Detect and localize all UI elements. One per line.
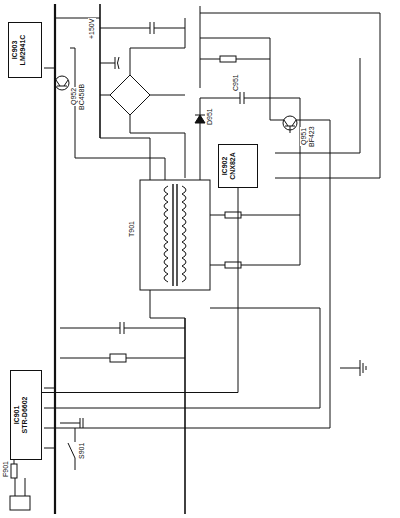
part-number: LM2941C bbox=[19, 26, 27, 74]
winding-loop bbox=[182, 250, 186, 258]
winding-loop bbox=[164, 210, 168, 218]
winding-loop bbox=[164, 194, 168, 202]
winding-loop bbox=[164, 274, 168, 282]
bridge-rectifier bbox=[110, 75, 150, 115]
winding-loop bbox=[182, 186, 186, 194]
winding-loop bbox=[164, 242, 168, 250]
winding-loop bbox=[164, 218, 168, 226]
part-number: CNX82A bbox=[229, 148, 237, 184]
ic-box: IC901STR-D6602 bbox=[10, 370, 42, 460]
part-ref: IC903 bbox=[11, 26, 19, 74]
winding-loop bbox=[182, 258, 186, 266]
transformer-core bbox=[140, 180, 210, 290]
winding-loop bbox=[182, 202, 186, 210]
winding-loop bbox=[164, 186, 168, 194]
regulator-box: IC903LM2941C bbox=[8, 22, 42, 78]
component-label: BF423 bbox=[308, 125, 316, 148]
winding-loop bbox=[182, 226, 186, 234]
winding-loop bbox=[182, 274, 186, 282]
part-ref: IC901 bbox=[13, 374, 21, 456]
component-label: F901 bbox=[2, 460, 10, 478]
component-label: Q952 bbox=[70, 87, 78, 106]
component-label: S901 bbox=[78, 442, 86, 460]
winding-loop bbox=[182, 194, 186, 202]
winding-loop bbox=[182, 266, 186, 274]
b-plus-rail bbox=[99, 4, 101, 138]
winding-loop bbox=[182, 234, 186, 242]
component-label: D951 bbox=[206, 107, 214, 126]
winding-loop bbox=[182, 210, 186, 218]
winding-loop bbox=[164, 202, 168, 210]
resistor-symbol bbox=[225, 212, 241, 218]
winding-loop bbox=[164, 234, 168, 242]
component-label: Q951 bbox=[300, 127, 308, 146]
fuse-symbol bbox=[11, 464, 17, 478]
winding-loop bbox=[164, 258, 168, 266]
transformer-winding bbox=[164, 186, 186, 282]
winding-loop bbox=[182, 242, 186, 250]
winding-loop bbox=[164, 250, 168, 258]
resistor-symbol bbox=[225, 262, 241, 268]
component-label: BC458B bbox=[78, 83, 86, 111]
diode-symbol bbox=[195, 115, 205, 123]
part-ref: IC902 bbox=[221, 148, 229, 184]
component-label: +150V bbox=[88, 18, 96, 40]
resistor-symbol bbox=[220, 56, 236, 62]
component-label: C951 bbox=[232, 73, 240, 92]
part-number: STR-D6602 bbox=[21, 374, 29, 456]
winding-loop bbox=[164, 226, 168, 234]
winding-loop bbox=[182, 218, 186, 226]
feedback-wire bbox=[42, 188, 238, 393]
winding-loop bbox=[164, 266, 168, 274]
component-label: T901 bbox=[128, 220, 136, 238]
mains-plug bbox=[10, 496, 30, 510]
transistor-symbol bbox=[55, 76, 69, 90]
optocoupler-box: IC902CNX82A bbox=[218, 144, 258, 188]
